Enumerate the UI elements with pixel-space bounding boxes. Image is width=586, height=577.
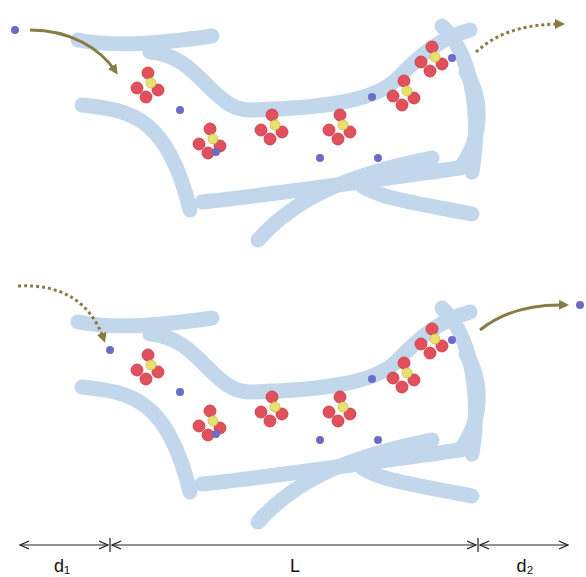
dimension-label: d₁: [51, 557, 73, 575]
dimension-label: d₂: [514, 557, 537, 575]
dimension-label: L: [287, 557, 303, 575]
